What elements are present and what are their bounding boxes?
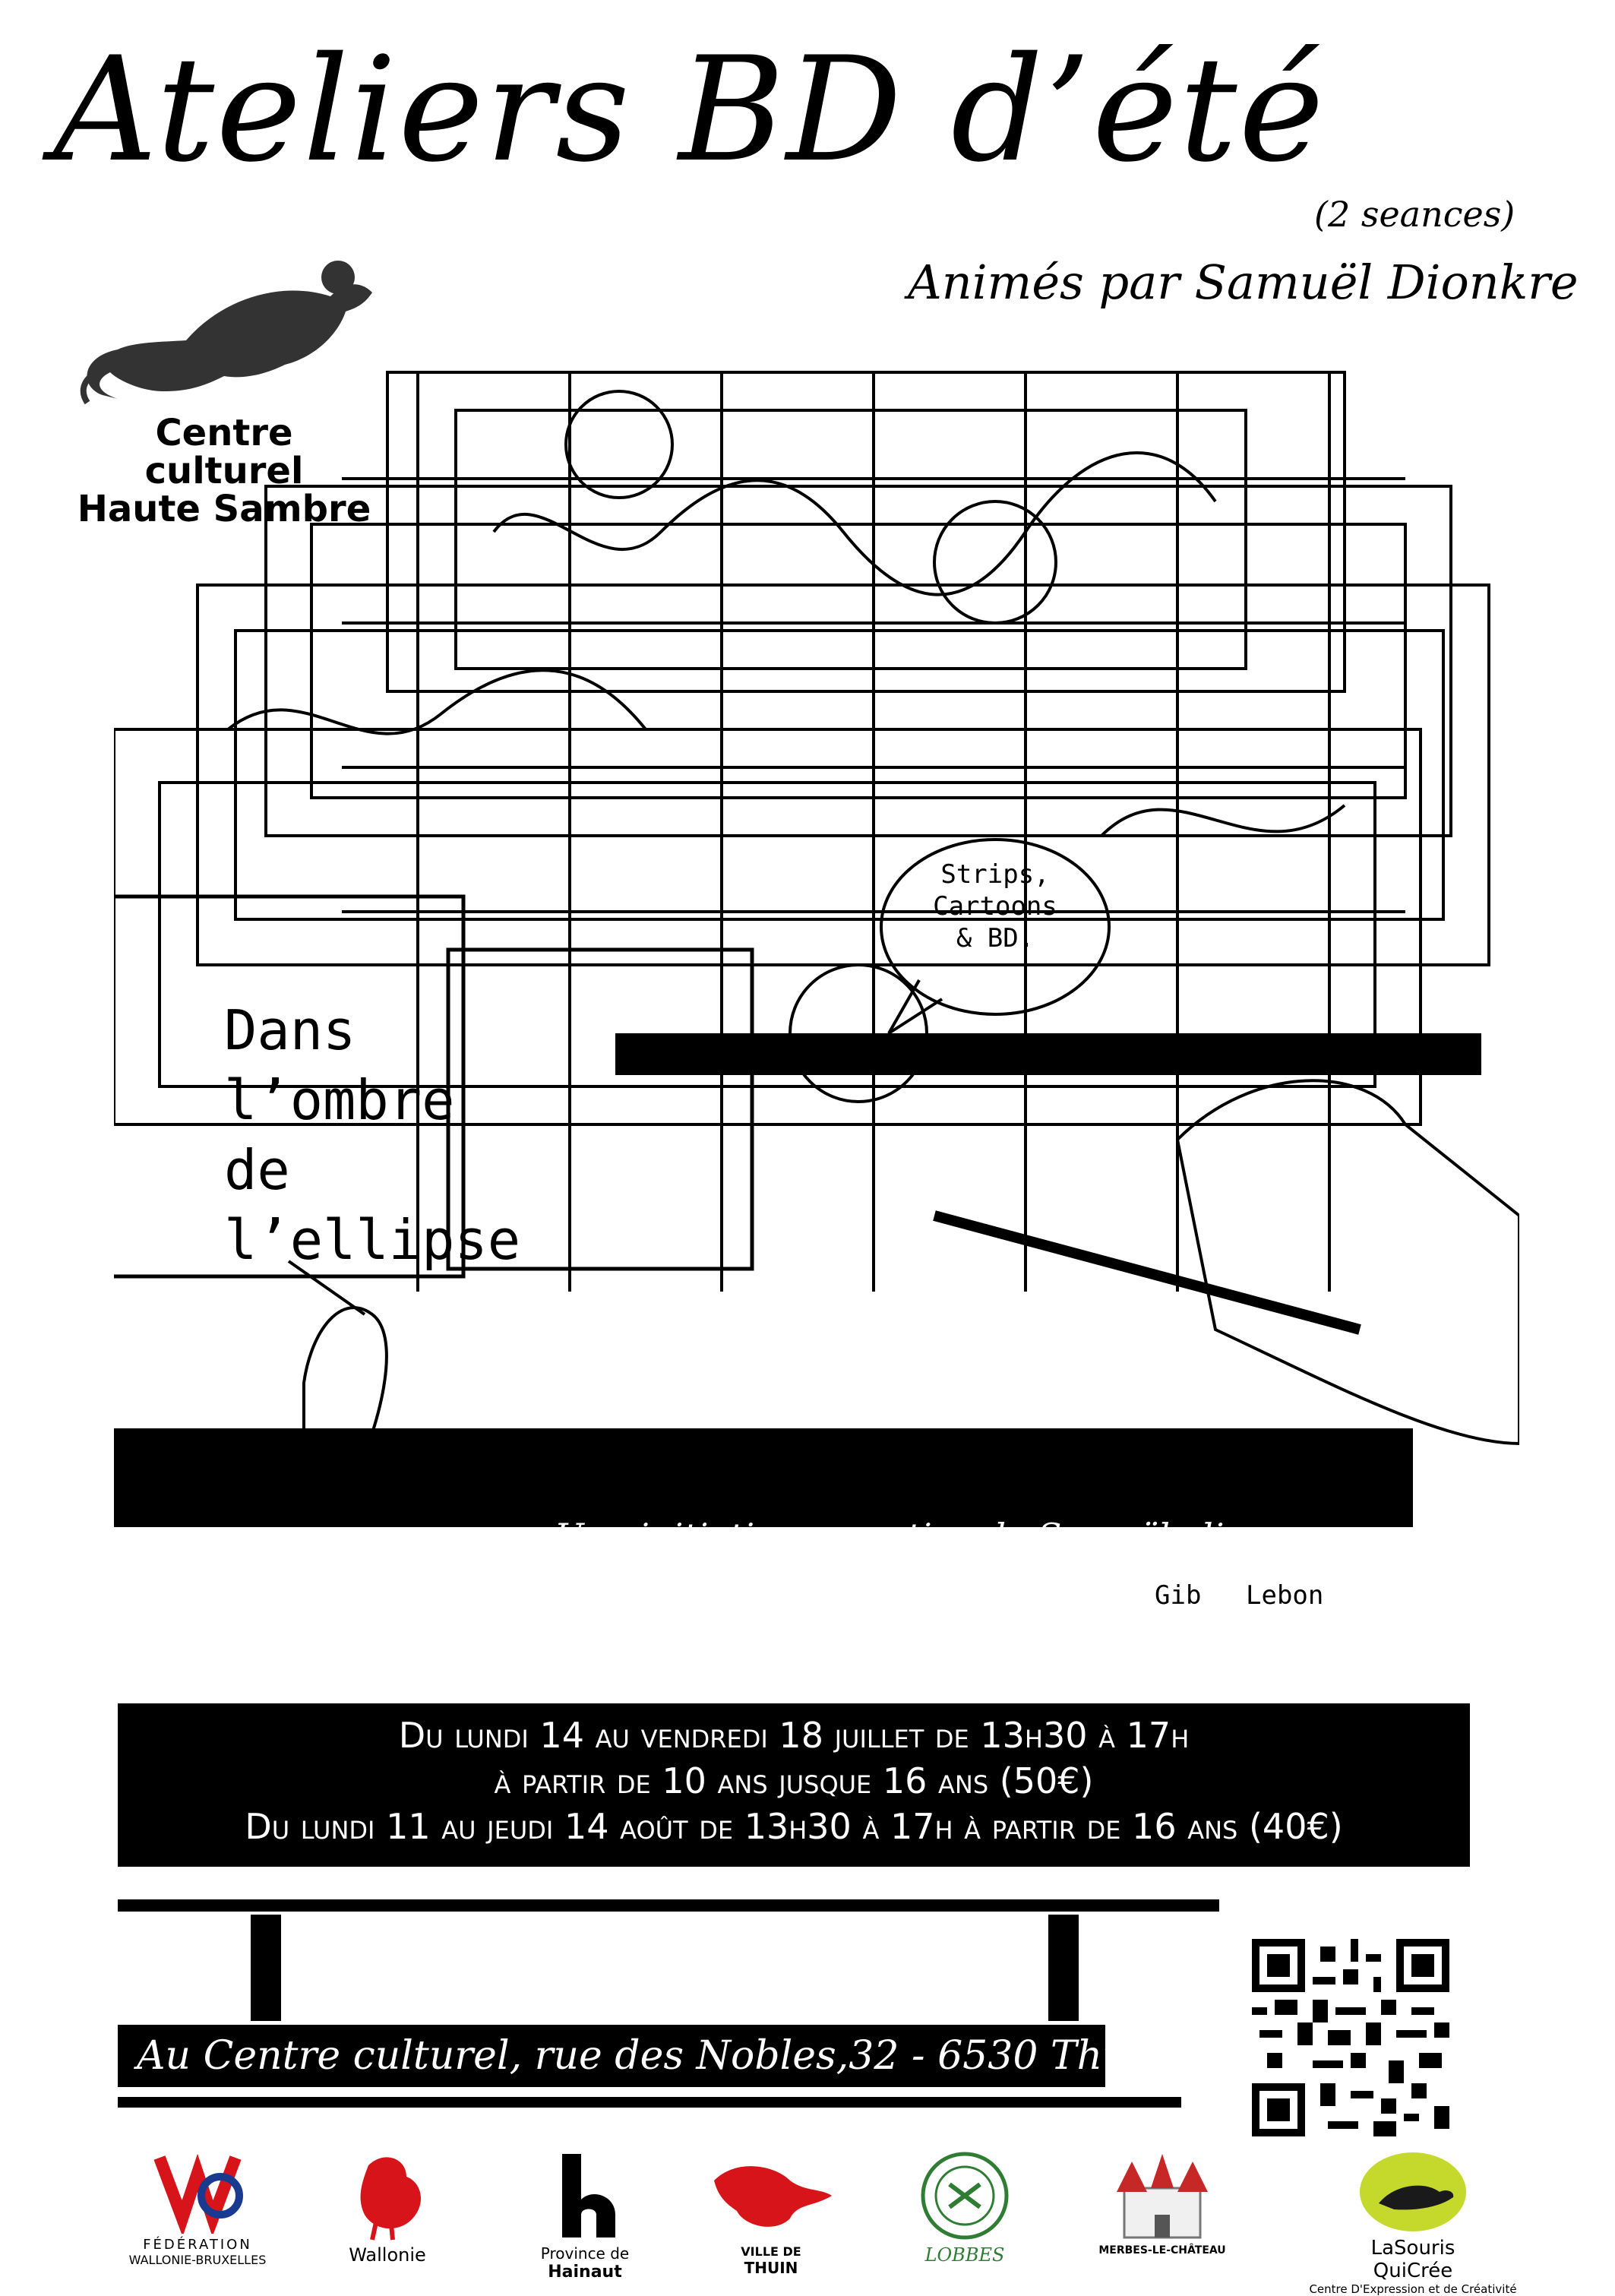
- sponsor-label: LOBBES: [924, 2244, 1005, 2266]
- sponsor-label: MERBES-LE-CHÂTEAU: [1098, 2244, 1226, 2256]
- sponsor-label: VILLE DE: [741, 2244, 801, 2259]
- alias-lebon: Lebon: [1246, 1580, 1324, 1611]
- schedule-line-3: Du lundi 11 au jeudi 14 août de 13h30 à …: [245, 1806, 1343, 1847]
- panel-title: Dans l’ombre de l’ellipse: [224, 998, 521, 1272]
- sponsor-wallonie: Wallonie: [319, 2150, 456, 2266]
- castle-icon: [1117, 2154, 1208, 2239]
- sponsor-merbes: MERBES-LE-CHÂTEAU: [1079, 2150, 1246, 2256]
- fwb-logo: [153, 2153, 243, 2237]
- lobbes-seal: [921, 2152, 1009, 2240]
- poster-title: Ateliers BD d’été: [53, 26, 1326, 194]
- organizer-line1: Centre culturel: [144, 412, 304, 492]
- sponsor-lasouris: LaSouris QuiCrée Centre D'Expression et …: [1291, 2150, 1534, 2296]
- sponsor-lobbes: LOBBES: [896, 2150, 1033, 2266]
- animator-line: Animés par Samuël Dionkre: [908, 255, 1579, 310]
- decor-bar: [251, 1915, 281, 2021]
- initiation-text: Une initiation narrative de Samuël alias: [555, 1516, 1263, 1557]
- hainaut-logo: [562, 2154, 615, 2237]
- sponsor-label: Wallonie: [349, 2244, 426, 2266]
- decor-bar: [118, 2097, 1181, 2108]
- schedule-block: Du lundi 14 au vendredi 18 juillet de 13…: [118, 1703, 1470, 1867]
- sessions-note: (2 seances): [1314, 194, 1515, 235]
- sponsor-label: FÉDÉRATION: [143, 2237, 252, 2253]
- schedule-line-2: à partir de 10 ans jusque 16 ans (50€): [494, 1760, 1094, 1801]
- schedule-line-1: Du lundi 14 au vendredi 18 juillet de 13…: [398, 1715, 1190, 1756]
- sponsor-label: Hainaut: [548, 2263, 622, 2282]
- decor-bar: [1048, 1915, 1079, 2021]
- sponsor-hainaut: Province de Hainaut: [517, 2150, 653, 2282]
- thuin-logo: [714, 2166, 832, 2227]
- organizer-line2: Haute Sambre: [77, 488, 371, 530]
- qr-code-icon[interactable]: [1252, 1939, 1449, 2136]
- decor-bar: [118, 1899, 1219, 1912]
- sponsor-thuin: VILLE DE THUIN: [680, 2150, 862, 2277]
- sponsor-label: THUIN: [744, 2259, 798, 2277]
- speech-bubble-text: Strips, Cartoons & BD.: [933, 859, 1057, 954]
- lasouris-logo: [1360, 2152, 1466, 2231]
- rooster-icon: [360, 2157, 422, 2241]
- address: Au Centre culturel, rue des Nobles,32 - …: [118, 2025, 1166, 2087]
- mouse-icon: [80, 261, 372, 405]
- sponsor-label: LaSouris: [1370, 2237, 1455, 2260]
- organizer-logo-text: Centre culturel Haute Sambre: [72, 414, 376, 528]
- sponsor-fwb: FÉDÉRATION WALLONIE-BRUXELLES: [114, 2150, 281, 2267]
- sponsor-label: QuiCrée: [1373, 2260, 1453, 2282]
- sponsor-label: Province de: [540, 2244, 630, 2263]
- comic-illustration: [114, 371, 1519, 1527]
- sponsor-label: WALLONIE-BRUXELLES: [128, 2253, 267, 2267]
- alias-gib: Gib: [1155, 1580, 1202, 1611]
